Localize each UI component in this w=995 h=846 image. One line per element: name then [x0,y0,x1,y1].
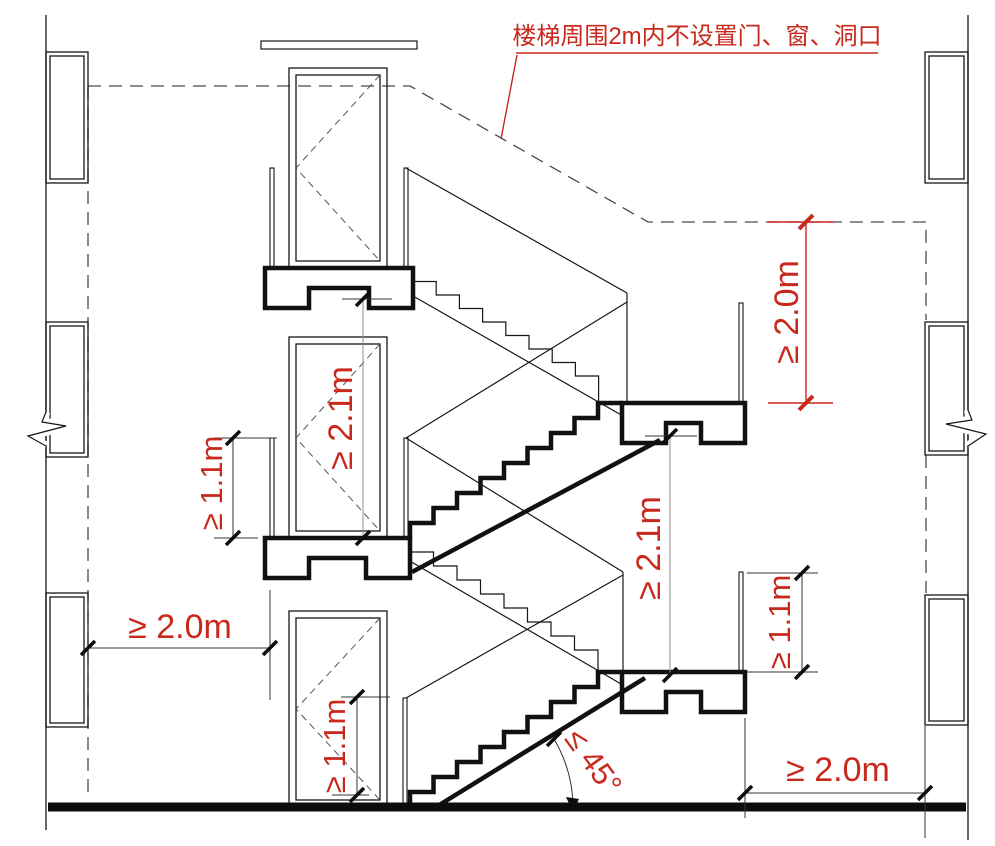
left-wall-window-bottom [45,592,89,728]
landings [262,265,748,715]
break-icon [26,411,67,447]
dim-clearance-right-label: ≥ 2.0m [786,751,890,789]
thin-stair-lines [405,167,631,699]
right-wall-window-top [924,51,969,184]
dim-max-slope-label: ≤ 45° [558,722,629,801]
dim-railing-landing-left-label: ≥ 1.1m [194,436,229,531]
cut-flights [407,400,662,809]
thin-flight-upper-soffit [412,295,631,421]
right-wall-window-bottom [924,594,969,726]
dim-headroom-lower-label: ≥ 2.1m [630,496,668,600]
left-wall [45,15,89,830]
left-wall-window-middle [45,321,89,458]
handrail-line [405,301,628,439]
cut-flight-bottom-soffit [434,676,647,809]
landing-half-right-upper [619,400,748,446]
shaft-window-top [288,67,388,269]
dim-railing-ground-label: ≥ 1.1m [317,699,352,794]
dim-headroom-upper-label: ≥ 2.1m [322,366,360,470]
railing-half-landing-lower [738,571,744,673]
dim-clearance-left-label: ≥ 2.0m [128,608,232,646]
labels: 楼梯周围2m内不设置门、窗、洞口 ≥ 2.0m ≥ 2.1m ≥ 2.1m ≥ … [128,23,890,801]
landing-floor-top-left [262,265,416,311]
railing-top-left [269,167,275,269]
thin-flight-lower-steps [409,538,599,672]
wall-break-symbols [16,408,995,450]
railing-top-right [403,167,409,269]
left-wall-window-top [45,51,89,184]
handrail-line [405,574,624,699]
cut-flight-middle-steps [407,400,622,538]
landing-floor-mid-left [262,535,413,581]
handrail-line [405,437,624,573]
break-icon [945,409,988,447]
dim-offset-top-label: ≥ 2.0m [768,260,806,364]
thin-flight-upper-steps [412,268,600,403]
landing-half-right-lower [619,669,748,715]
roof-slab-bar [260,40,418,50]
thin-flight-lower-soffit [407,559,629,689]
red-annotation-lines [500,52,878,404]
railing-mid-right [403,437,409,539]
handrail-line [405,167,628,294]
red-dimension-ticks [797,213,815,412]
railing-ground [402,697,408,808]
right-wall-window-middle [924,321,969,456]
cut-flight-bottom-steps [407,669,622,807]
railing-half-landing-upper [738,302,744,404]
arc-arrow-icon [566,797,579,812]
note-text: 楼梯周围2m内不设置门、窗、洞口 [512,23,881,50]
note-leader-line [500,54,518,140]
dim-railing-landing-right-label: ≥ 1.1m [762,575,797,670]
railing-mid-left [269,437,275,539]
shaft-window-braces [295,74,381,801]
dimension-ticks [79,290,934,804]
cut-flight-middle-soffit [410,438,662,574]
